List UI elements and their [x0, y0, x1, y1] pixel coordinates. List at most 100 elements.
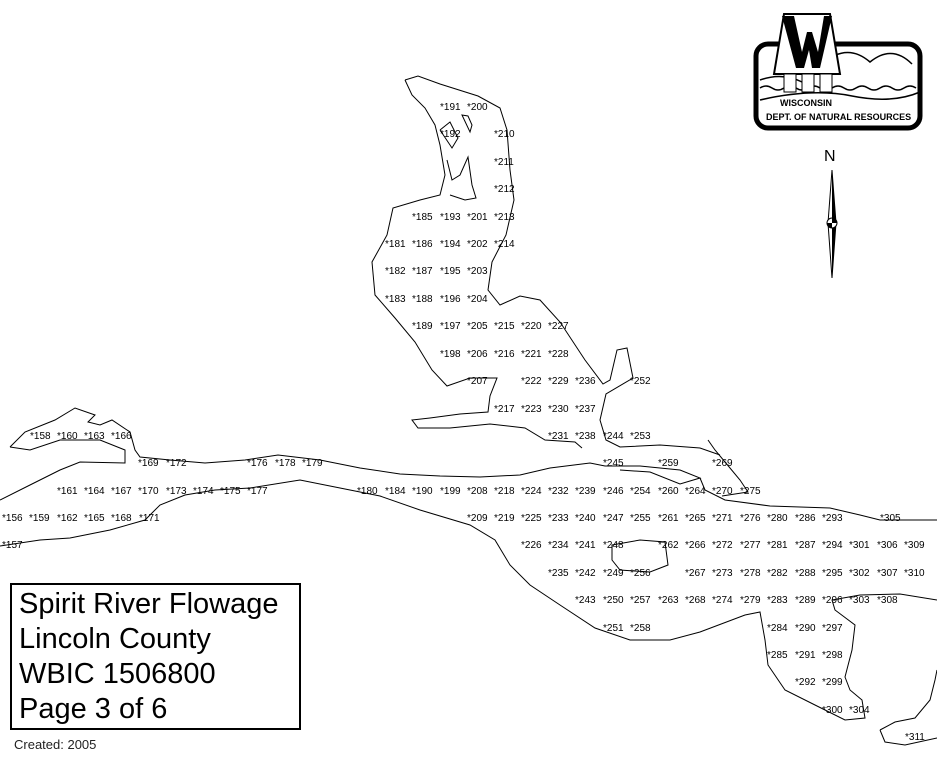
depth-point: *272	[712, 540, 733, 551]
shorelines	[0, 75, 937, 746]
depth-point: *277	[740, 540, 761, 551]
depth-point: *162	[57, 513, 78, 524]
depth-point: *226	[521, 540, 542, 551]
depth-point: *206	[467, 349, 488, 360]
title-wbic: WBIC 1506800	[19, 658, 216, 690]
depth-point: *182	[385, 266, 406, 277]
depth-point: *173	[166, 486, 187, 497]
depth-point: *180	[357, 486, 378, 497]
southeast-island-shoreline	[879, 669, 937, 746]
depth-point: *248	[603, 540, 624, 551]
depth-point: *278	[740, 568, 761, 579]
depth-point: *174	[193, 486, 214, 497]
depth-point: *255	[630, 513, 651, 524]
depth-point: *311	[905, 732, 925, 743]
depth-point: *236	[575, 376, 596, 387]
river-north-bank-east	[699, 439, 937, 521]
depth-point: *273	[712, 568, 733, 579]
depth-point: *159	[29, 513, 50, 524]
depth-point: *210	[494, 129, 515, 140]
depth-point: *309	[904, 540, 925, 551]
depth-point: *157	[2, 540, 23, 551]
depth-point: *240	[575, 513, 596, 524]
north-arrow-icon	[826, 169, 838, 279]
river-south-bank	[0, 479, 937, 721]
depth-point: *169	[138, 458, 159, 469]
logo-wisconsin: WISCONSIN	[780, 98, 832, 108]
depth-point: *308	[877, 595, 898, 606]
depth-point: *307	[877, 568, 898, 579]
depth-point: *281	[767, 540, 788, 551]
depth-point: *243	[575, 595, 596, 606]
depth-point: *186	[412, 239, 433, 250]
depth-point: *219	[494, 513, 515, 524]
depth-point: *283	[767, 595, 788, 606]
depth-point: *296	[822, 595, 843, 606]
depth-point: *294	[822, 540, 843, 551]
depth-point: *267	[685, 568, 706, 579]
depth-point: *205	[467, 321, 488, 332]
depth-point: *305	[880, 513, 901, 524]
north-label: N	[824, 148, 836, 165]
depth-point: *234	[548, 540, 569, 551]
depth-point: *252	[630, 376, 651, 387]
depth-point: *196	[440, 294, 461, 305]
depth-point: *229	[548, 376, 569, 387]
depth-point: *199	[440, 486, 461, 497]
depth-point: *275	[740, 486, 761, 497]
depth-point: *291	[795, 650, 816, 661]
depth-point: *172	[166, 458, 187, 469]
depth-point: *276	[740, 513, 761, 524]
depth-point: *158	[30, 431, 51, 442]
depth-point: *220	[521, 321, 542, 332]
depth-point: *167	[111, 486, 132, 497]
depth-point: *256	[630, 568, 651, 579]
depth-point: *228	[548, 349, 569, 360]
depth-points: *191*200*192*210*211*212*185*193*201*213…	[2, 102, 925, 743]
depth-point: *218	[494, 486, 515, 497]
depth-point: *265	[685, 513, 706, 524]
depth-point: *274	[712, 595, 733, 606]
depth-point: *193	[440, 212, 461, 223]
depth-point: *191	[440, 102, 461, 113]
depth-point: *244	[603, 431, 624, 442]
depth-point: *280	[767, 513, 788, 524]
north-arm-west-shoreline	[371, 79, 583, 449]
depth-point: *262	[658, 540, 679, 551]
depth-point: *183	[385, 294, 406, 305]
depth-point: *241	[575, 540, 596, 551]
depth-point: *204	[467, 294, 488, 305]
depth-point: *285	[767, 650, 788, 661]
depth-point: *171	[139, 513, 160, 524]
depth-point: *198	[440, 349, 461, 360]
depth-point: *215	[494, 321, 515, 332]
depth-point: *185	[412, 212, 433, 223]
depth-point: *246	[603, 486, 624, 497]
depth-point: *302	[849, 568, 870, 579]
depth-point: *211	[494, 157, 514, 168]
depth-point: *254	[630, 486, 651, 497]
depth-point: *195	[440, 266, 461, 277]
depth-point: *187	[412, 266, 433, 277]
west-lobe-inner	[0, 439, 126, 501]
depth-point: *212	[494, 184, 515, 195]
depth-point: *292	[795, 677, 816, 688]
depth-point: *223	[521, 404, 542, 415]
depth-point: *295	[822, 568, 843, 579]
depth-point: *203	[467, 266, 488, 277]
depth-point: *194	[440, 239, 461, 250]
depth-point: *224	[521, 486, 542, 497]
depth-point: *288	[795, 568, 816, 579]
depth-point: *301	[849, 540, 870, 551]
depth-point: *270	[712, 486, 733, 497]
created-date: Created: 2005	[14, 737, 97, 752]
depth-point: *222	[521, 376, 542, 387]
depth-point: *259	[658, 458, 679, 469]
depth-point: *289	[795, 595, 816, 606]
depth-point: *242	[575, 568, 596, 579]
depth-point: *165	[84, 513, 105, 524]
depth-point: *258	[630, 623, 651, 634]
depth-point: *253	[630, 431, 651, 442]
depth-point: *217	[494, 404, 515, 415]
